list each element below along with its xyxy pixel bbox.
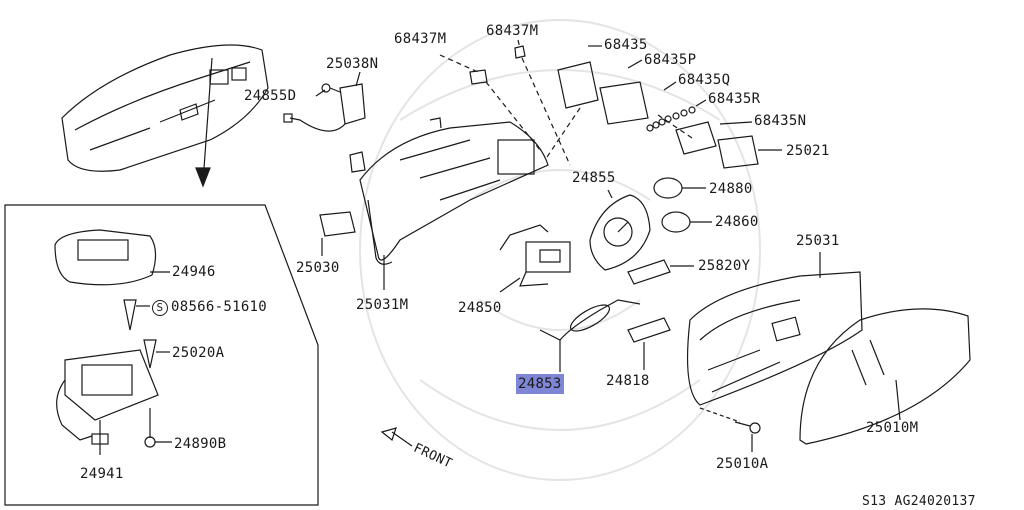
service-symbol-icon: S xyxy=(152,300,168,316)
switch-part xyxy=(283,83,366,132)
detail-arrow xyxy=(195,57,213,188)
bezel-25031 xyxy=(686,252,863,406)
part-68435n-plate xyxy=(675,121,717,155)
bulb-socket-24880 xyxy=(653,177,706,199)
part-68437m-a xyxy=(469,69,488,85)
dashboard-overview xyxy=(61,44,269,172)
leader-25038n xyxy=(355,71,361,87)
part-24818 xyxy=(627,317,671,343)
front-arrow-shaft xyxy=(391,431,413,447)
part-25820y xyxy=(627,259,671,285)
callout-25820y: 25820Y xyxy=(698,258,751,274)
dashed-alignment-lines xyxy=(439,39,696,166)
callout-25021: 25021 xyxy=(786,143,830,159)
bulb-socket-24860 xyxy=(661,211,712,233)
callout-24941: 24941 xyxy=(80,466,124,482)
harness-24853 xyxy=(539,299,641,372)
callout-24890b: 24890B xyxy=(174,436,227,452)
detail-inset-frame xyxy=(4,204,319,506)
bulb-row xyxy=(646,106,696,132)
callout-24880: 24880 xyxy=(709,181,753,197)
callout-25038n: 25038N xyxy=(326,56,379,72)
callout-68435n: 68435N xyxy=(754,113,807,129)
harness-24850 xyxy=(499,224,571,293)
inset-parts xyxy=(54,229,172,455)
callout-08566-text: 08566-51610 xyxy=(171,299,268,315)
lens-25010m xyxy=(799,308,971,445)
callout-25020a: 25020A xyxy=(172,345,225,361)
callout-68437m-right: 68437M xyxy=(486,23,539,39)
callout-68435q: 68435Q xyxy=(678,72,731,88)
part-68435p-plate xyxy=(599,81,649,125)
callout-leaders-top xyxy=(588,45,782,151)
callout-24850: 24850 xyxy=(458,300,502,316)
callout-25010a: 25010A xyxy=(716,456,769,472)
gauge-face xyxy=(589,189,651,271)
part-68437m-b xyxy=(514,45,526,59)
callout-25031m: 25031M xyxy=(356,297,409,313)
callout-24855d: 24855D xyxy=(244,88,297,104)
callout-24818: 24818 xyxy=(606,373,650,389)
callout-25031: 25031 xyxy=(796,233,840,249)
callout-24860: 24860 xyxy=(715,214,759,230)
callout-24853-text: 24853 xyxy=(518,376,562,392)
callout-25030: 25030 xyxy=(296,260,340,276)
callout-68435: 68435 xyxy=(604,37,648,53)
callout-68435p: 68435P xyxy=(644,52,697,68)
cluster-housing xyxy=(319,117,549,265)
callout-68437m-left: 68437M xyxy=(394,31,447,47)
callout-24853-highlighted: 24853 xyxy=(516,374,564,394)
part-25021-plate xyxy=(717,135,759,169)
screw-25010a xyxy=(699,407,761,452)
callout-25010m: 25010M xyxy=(866,420,919,436)
callout-68435r: 68435R xyxy=(708,91,761,107)
watermark-emblem xyxy=(359,19,761,481)
callout-24855: 24855 xyxy=(572,170,616,186)
leader-24855d xyxy=(315,89,326,97)
callout-24946: 24946 xyxy=(172,264,216,280)
part-68435-plate xyxy=(557,61,599,109)
drawing-reference-code: S13 AG24020137 xyxy=(862,494,976,509)
